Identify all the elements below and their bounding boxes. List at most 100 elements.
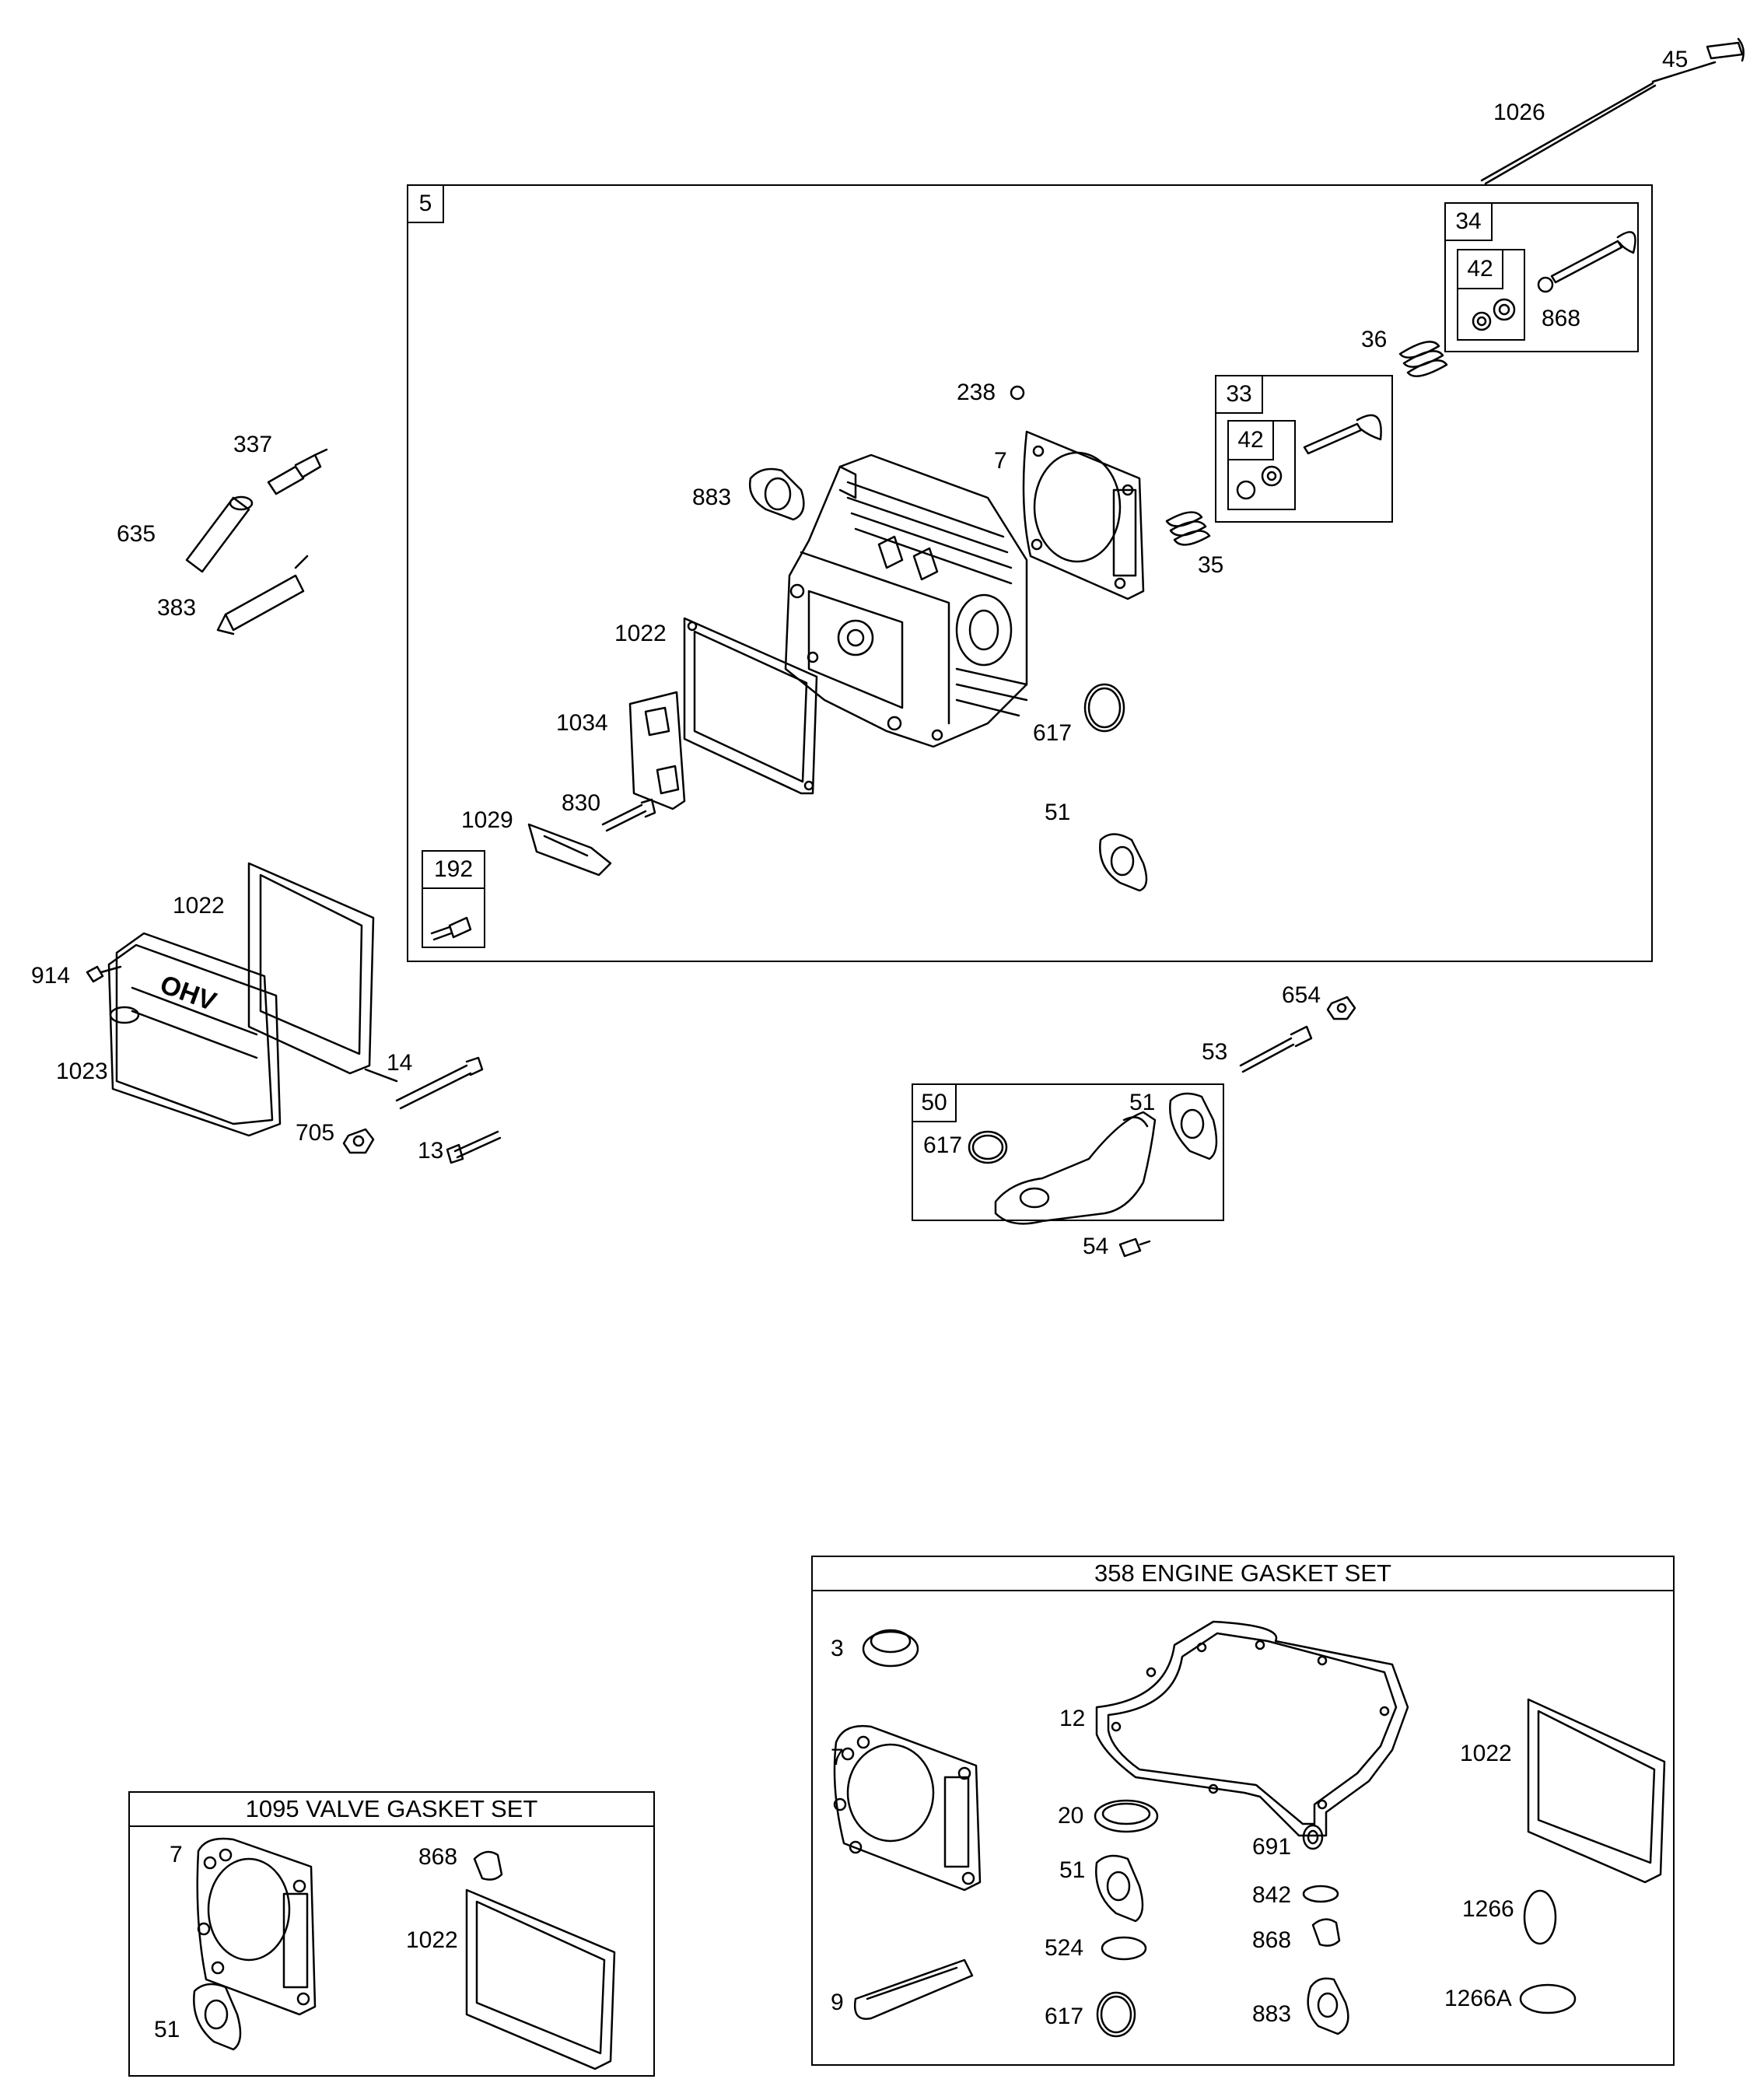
callout-box-34[interactable]: 34 — [1444, 202, 1493, 241]
callout-box-50[interactable]: 50 — [912, 1083, 957, 1122]
part-914-bolt — [86, 965, 122, 983]
kit-358-label-868[interactable]: 868 — [1252, 1927, 1292, 1953]
part-42a-keepers — [1472, 298, 1516, 331]
callout-914[interactable]: 914 — [31, 963, 71, 989]
callout-54[interactable]: 54 — [1083, 1234, 1109, 1259]
callout-238[interactable]: 238 — [957, 380, 996, 405]
kit-1095-part-868 — [473, 1850, 503, 1881]
part-705-nut — [342, 1128, 375, 1154]
kit-358-part-9 — [853, 1958, 974, 2020]
kit-358-label-1266a[interactable]: 1266A — [1444, 1986, 1512, 2011]
kit-1095-label-1022[interactable]: 1022 — [406, 1927, 458, 1953]
kit-358-part-617 — [1096, 1991, 1136, 2038]
part-53-stud — [1239, 1025, 1313, 1073]
callout-1026[interactable]: 1026 — [1493, 100, 1545, 125]
part-617b-ring — [968, 1130, 1008, 1164]
callout-1022b[interactable]: 1022 — [173, 893, 225, 919]
kit-1095-label-7[interactable]: 7 — [170, 1842, 183, 1867]
kit-358-label-1022[interactable]: 1022 — [1460, 1741, 1512, 1766]
kit-1095-label-51[interactable]: 51 — [154, 2017, 180, 2042]
kit-358-label-691[interactable]: 691 — [1252, 1834, 1292, 1860]
kit-1095-part-1022 — [465, 1888, 616, 2070]
engine-gasket-set-frame — [811, 1556, 1675, 2066]
callout-1034[interactable]: 1034 — [556, 710, 608, 736]
callout-13[interactable]: 13 — [418, 1138, 444, 1164]
kit-358-label-12[interactable]: 12 — [1059, 1706, 1086, 1731]
callout-830[interactable]: 830 — [562, 790, 601, 816]
kit-358-label-617[interactable]: 617 — [1045, 2004, 1084, 2029]
callout-883[interactable]: 883 — [692, 485, 732, 510]
kit-358-part-883 — [1307, 1977, 1349, 2035]
kit-358-label-51[interactable]: 51 — [1059, 1857, 1086, 1883]
part-192-fitting — [430, 916, 472, 941]
part-36-spring — [1398, 341, 1448, 377]
kit-358-part-3-seal — [862, 1629, 919, 1668]
part-54-bolt — [1118, 1237, 1151, 1258]
part-50-manifold — [994, 1111, 1157, 1225]
callout-53[interactable]: 53 — [1202, 1039, 1228, 1065]
kit-358-label-524[interactable]: 524 — [1045, 1935, 1084, 1961]
callout-box-5[interactable]: 5 — [407, 184, 444, 223]
part-1026-push-rod — [1480, 61, 1717, 185]
callout-box-42a[interactable]: 42 — [1457, 249, 1503, 289]
callout-705[interactable]: 705 — [296, 1120, 335, 1146]
cylinder-head-assembly-frame — [407, 184, 1653, 962]
part-34-valve — [1537, 231, 1636, 293]
callout-1029[interactable]: 1029 — [461, 807, 513, 833]
kit-358-part-1266a — [1519, 1983, 1577, 2014]
callout-box-33[interactable]: 33 — [1215, 375, 1263, 414]
kit-358-part-51 — [1095, 1854, 1144, 1923]
part-1034-plate — [628, 691, 686, 810]
callout-337[interactable]: 337 — [233, 432, 273, 457]
kit-358-label-1266[interactable]: 1266 — [1462, 1896, 1514, 1922]
part-883-gasket — [748, 467, 805, 521]
kit-358-part-842 — [1302, 1885, 1339, 1903]
kit-358-part-868 — [1311, 1918, 1341, 1947]
callout-1022a[interactable]: 1022 — [614, 621, 667, 646]
callout-14[interactable]: 14 — [387, 1050, 413, 1076]
valve-gasket-set-title: 1095 VALVE GASKET SET — [128, 1791, 655, 1827]
part-654-nut — [1326, 996, 1356, 1020]
callout-51b[interactable]: 51 — [1129, 1090, 1156, 1115]
kit-1095-label-868[interactable]: 868 — [418, 1844, 458, 1870]
kit-358-label-9[interactable]: 9 — [831, 1990, 844, 2015]
callout-7[interactable]: 7 — [994, 448, 1007, 474]
kit-358-label-7[interactable]: 7 — [831, 1745, 844, 1770]
callout-36[interactable]: 36 — [1361, 327, 1388, 352]
callout-45[interactable]: 45 — [1662, 47, 1689, 72]
callout-1023[interactable]: 1023 — [56, 1059, 108, 1084]
valve-gasket-set-frame — [128, 1791, 655, 2077]
part-635-wrench — [185, 495, 254, 573]
valve-33-frame — [1215, 375, 1393, 523]
callout-51a[interactable]: 51 — [1045, 800, 1071, 825]
kit-358-label-3[interactable]: 3 — [831, 1636, 844, 1661]
kit-358-part-691 — [1302, 1824, 1324, 1850]
kit-358-label-20[interactable]: 20 — [1058, 1803, 1084, 1829]
callout-box-42b[interactable]: 42 — [1227, 420, 1274, 460]
kit-358-label-883[interactable]: 883 — [1252, 2001, 1292, 2027]
part-1023-valve-cover — [107, 932, 282, 1137]
callout-617b[interactable]: 617 — [923, 1132, 963, 1158]
valve-34-frame — [1444, 202, 1639, 352]
callout-383[interactable]: 383 — [157, 595, 197, 621]
part-42b-keepers — [1236, 465, 1283, 500]
manifold-50-frame — [912, 1083, 1224, 1221]
kit-358-label-842[interactable]: 842 — [1252, 1882, 1292, 1908]
kit-358-part-524 — [1101, 1936, 1147, 1961]
part-337-spark-plug — [267, 448, 328, 495]
part-617-ring — [1083, 683, 1125, 733]
callout-35[interactable]: 35 — [1198, 552, 1224, 578]
engine-gasket-set-title: 358 ENGINE GASKET SET — [811, 1556, 1675, 1591]
kit-358-part-1266 — [1523, 1889, 1557, 1945]
part-33-valve — [1303, 414, 1382, 455]
callout-868a[interactable]: 868 — [1542, 306, 1581, 331]
part-238 — [1010, 385, 1025, 401]
callout-635[interactable]: 635 — [117, 521, 156, 547]
kit-358-part-1022 — [1527, 1698, 1666, 1884]
part-51-gasket — [1099, 833, 1148, 892]
callout-box-192[interactable]: 192 — [422, 850, 485, 889]
callout-617a[interactable]: 617 — [1033, 720, 1073, 746]
kit-1095-part-51 — [193, 1983, 242, 2051]
callout-654[interactable]: 654 — [1282, 982, 1321, 1008]
part-35-spring — [1165, 511, 1211, 546]
